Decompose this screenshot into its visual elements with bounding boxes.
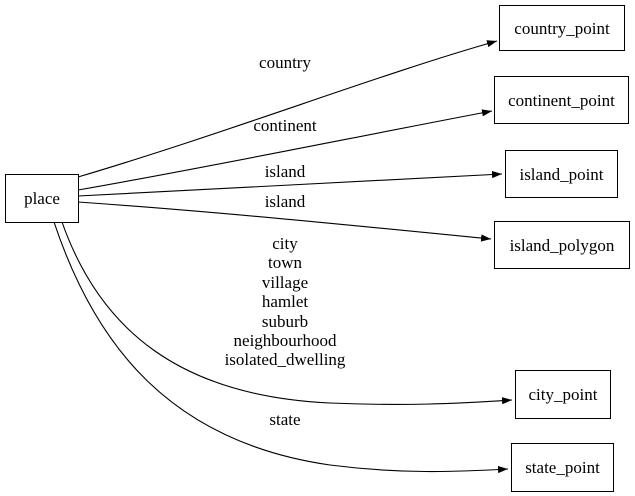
edge-label-continent: continent [253,116,317,135]
edge-label-line-city: city [272,234,298,253]
edge-label-line-town: town [268,253,302,273]
edge-label-city-point: city town village hamlet suburb neighbou… [200,234,370,370]
edge-place-country-point [77,40,498,178]
edge-place-city-point [61,221,513,405]
edge-label-line-suburb: suburb [261,311,309,331]
edge-label-line-village: village [261,272,309,292]
node-island-point: island_point [505,150,618,198]
edge-label-line-neighbourhood: neighbourhood [233,331,337,351]
edge-place-island-point [77,170,503,197]
node-place: place [5,174,79,223]
edge-place-state-point [53,221,509,474]
node-continent-point: continent_point [494,76,629,124]
edge-label-line-isolated-dwelling: isolated_dwelling [224,350,346,370]
node-city-point: city_point [515,370,611,419]
edge-place-island-polygon [77,201,492,242]
edge-place-continent-point [77,109,493,191]
edge-label-line-hamlet: hamlet [261,292,309,312]
node-state-point: state_point [511,443,614,492]
edge-label-country: country [259,53,311,72]
node-island-polygon: island_polygon [494,221,630,269]
node-country-point: country_point [499,5,625,51]
edge-label-state: state [269,410,301,429]
edge-label-island-polygon: island [264,192,306,211]
edge-label-island-point: island [264,162,306,181]
